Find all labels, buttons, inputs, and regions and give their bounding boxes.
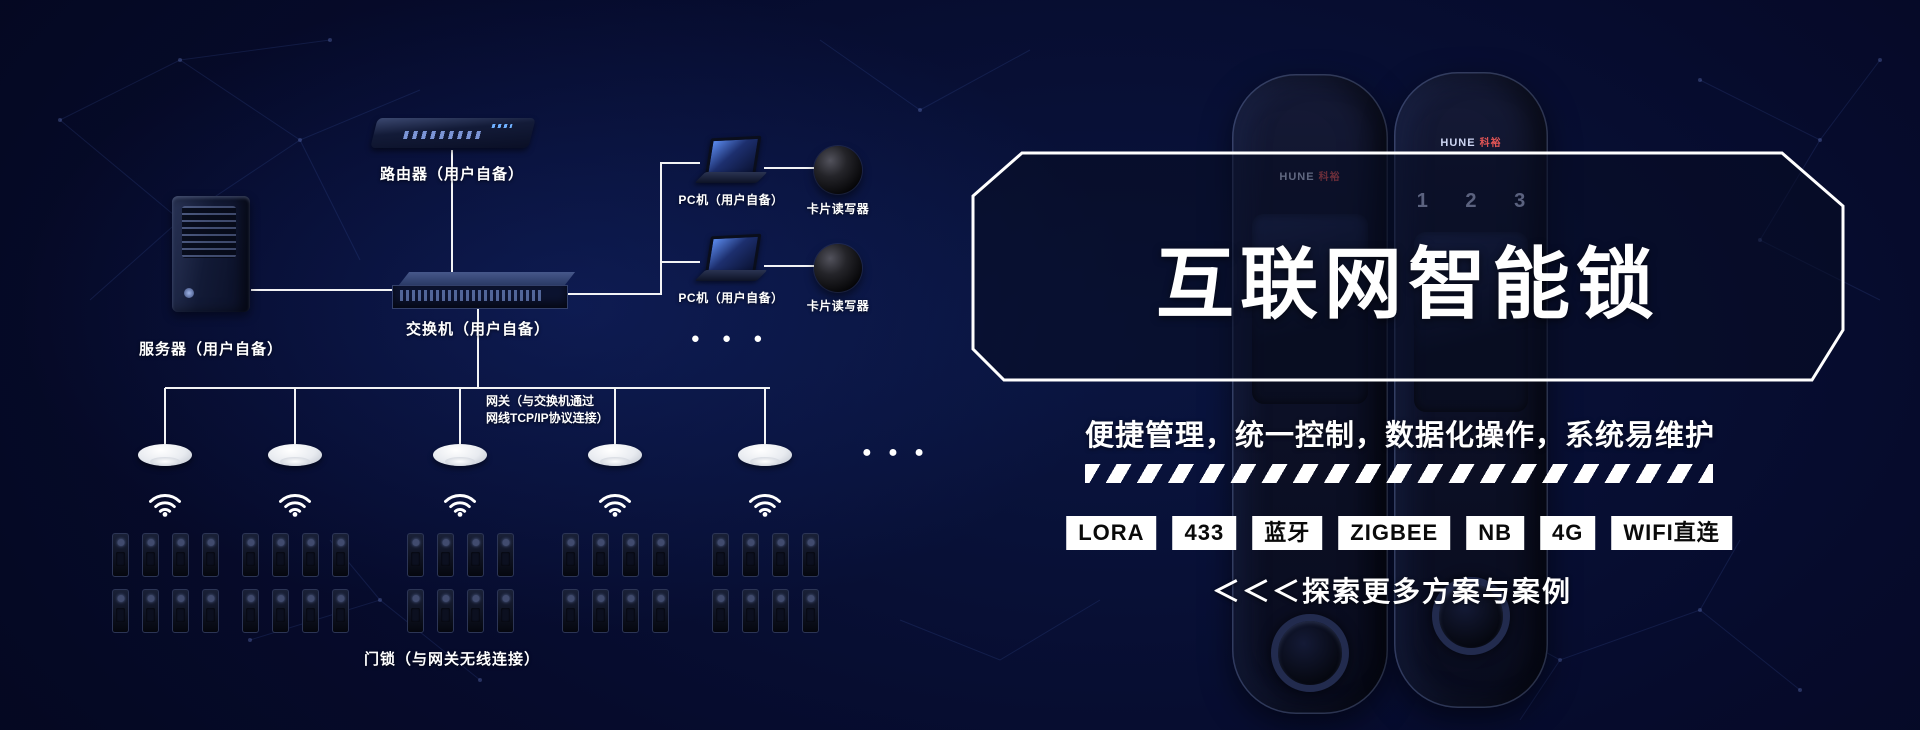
- gateway-note-line1: 网关（与交换机通过: [486, 394, 595, 408]
- door-lock-icon: [272, 533, 289, 577]
- door-lock-icon: [332, 589, 349, 633]
- tag-zigbee[interactable]: ZIGBEE: [1338, 516, 1451, 550]
- pc1-label: PC机（用户自备）: [678, 193, 784, 207]
- door-lock-icon: [142, 533, 159, 577]
- door-lock-icon: [592, 533, 609, 577]
- door-lock-icon: [802, 589, 819, 633]
- switch-label: 交换机（用户自备）: [405, 321, 551, 338]
- lock-handle: [1432, 577, 1510, 655]
- tag-lora[interactable]: LORA: [1066, 516, 1157, 550]
- door-lock-icon: [772, 589, 789, 633]
- door-lock-icon: [652, 533, 669, 577]
- door-lock-icon: [497, 533, 514, 577]
- tag-bluetooth[interactable]: 蓝牙: [1252, 516, 1323, 550]
- door-lock-icon: [592, 589, 609, 633]
- door-lock-icon: [407, 533, 424, 577]
- door-lock-icon: [407, 589, 424, 633]
- door-lock-icon: [242, 533, 259, 577]
- door-lock-icon: [202, 589, 219, 633]
- door-lock-group: [112, 533, 219, 633]
- door-lock-group: [562, 533, 669, 633]
- gateway-note-line2: 网线TCP/IP协议连接）: [486, 411, 609, 425]
- server-tower: [172, 196, 250, 312]
- card-reader-2: [814, 244, 862, 292]
- hero-subtitle: 便捷管理，统一控制，数据化操作，系统易维护: [1084, 420, 1716, 452]
- door-lock-icon: [112, 533, 129, 577]
- connection-lines: [164, 150, 814, 444]
- page-title: 互联网智能锁: [1155, 240, 1661, 328]
- lock-handle: [1271, 614, 1349, 692]
- door-lock-icon: [712, 589, 729, 633]
- door-lock-group: [712, 533, 819, 633]
- door-lock-icon: [802, 533, 819, 577]
- feature-tags: LORA 433 蓝牙 ZIGBEE NB 4G WIFI直连: [1066, 516, 1732, 550]
- door-lock-icon: [302, 533, 319, 577]
- door-lock-group: [242, 533, 349, 633]
- door-lock-icon: [242, 589, 259, 633]
- gateway-device: [268, 444, 322, 466]
- pc2-label: PC机（用户自备）: [678, 291, 784, 305]
- door-lock-icon: [272, 589, 289, 633]
- more-gateways-ellipsis: ● ● ●: [862, 444, 930, 461]
- door-lock-icon: [302, 589, 319, 633]
- door-lock-icon: [652, 589, 669, 633]
- tag-4g[interactable]: 4G: [1539, 516, 1596, 550]
- router-label: 路由器（用户自备）: [379, 166, 525, 183]
- gateway-device: [588, 444, 642, 466]
- door-lock-icon: [467, 533, 484, 577]
- door-lock-icon: [112, 589, 129, 633]
- door-lock-icon: [742, 589, 759, 633]
- lock-brand-en: HUNE: [1440, 137, 1476, 149]
- door-lock-icon: [622, 533, 639, 577]
- server-label: 服务器（用户自备）: [138, 341, 284, 358]
- switch-device: [392, 272, 576, 310]
- door-lock-icon: [332, 533, 349, 577]
- lock-brand-cn: 科裕: [1479, 138, 1502, 149]
- door-lock-icon: [202, 533, 219, 577]
- door-lock-icon: [562, 533, 579, 577]
- door-lock-icon: [172, 589, 189, 633]
- door-lock-icon: [742, 533, 759, 577]
- door-lock-label: 门锁（与网关无线连接）: [363, 651, 541, 668]
- reader2-label: 卡片读写器: [806, 299, 870, 313]
- reader1-label: 卡片读写器: [806, 202, 870, 216]
- tag-433[interactable]: 433: [1172, 516, 1237, 550]
- switch-ports: [400, 290, 542, 301]
- door-lock-icon: [437, 589, 454, 633]
- door-lock-icon: [142, 589, 159, 633]
- stripe-divider: [1085, 464, 1713, 483]
- gateway-device: [433, 444, 487, 466]
- lock-brand: HUNE 科裕: [1394, 134, 1548, 149]
- card-reader-1: [814, 146, 862, 194]
- door-lock-group: [407, 533, 514, 633]
- gateway-device: [738, 444, 792, 466]
- door-lock-icon: [497, 589, 514, 633]
- gateway-device: [138, 444, 192, 466]
- tag-wifi-direct[interactable]: WIFI直连: [1611, 516, 1732, 550]
- door-lock-icon: [467, 589, 484, 633]
- gateway-note: 网关（与交换机通过 网线TCP/IP协议连接）: [486, 393, 609, 427]
- door-lock-icon: [712, 533, 729, 577]
- tag-nb[interactable]: NB: [1466, 516, 1524, 550]
- explore-link[interactable]: ＜＜＜探索更多方案与案例: [1211, 576, 1573, 607]
- door-lock-icon: [772, 533, 789, 577]
- door-lock-icon: [562, 589, 579, 633]
- door-lock-icon: [622, 589, 639, 633]
- door-lock-icon: [437, 533, 454, 577]
- more-pcs-ellipsis: ● ● ●: [690, 330, 772, 347]
- door-lock-icon: [172, 533, 189, 577]
